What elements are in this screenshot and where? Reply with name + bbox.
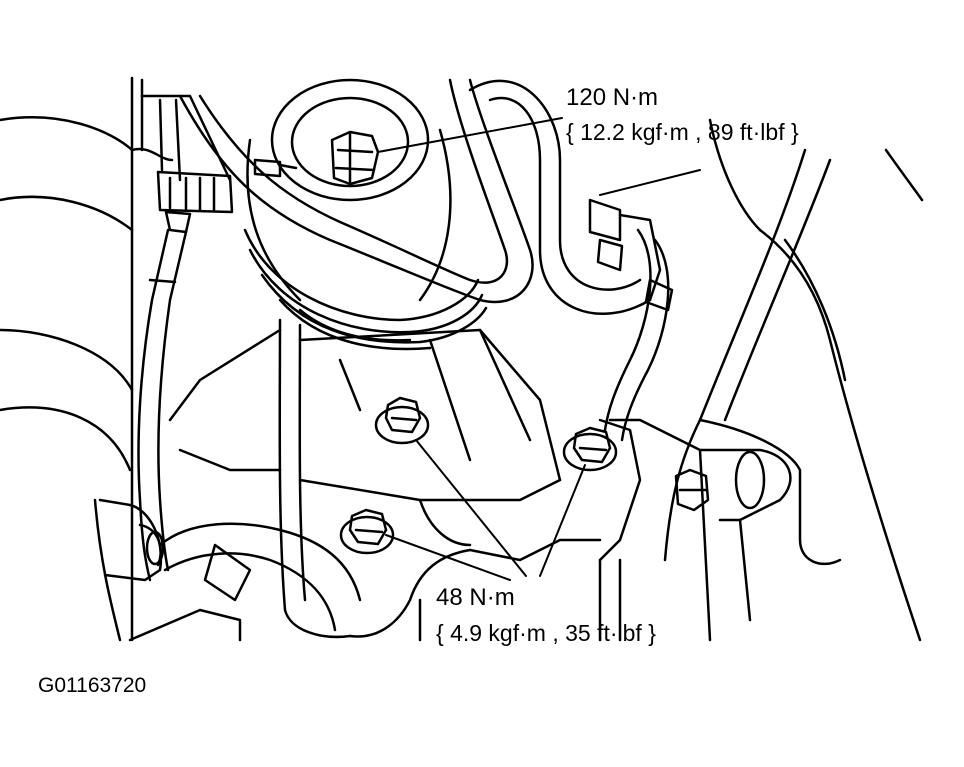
figure-id: G01163720 — [38, 674, 147, 697]
sensor-connector — [156, 170, 234, 234]
leader-upper-bolt — [377, 117, 563, 153]
leader-lines — [377, 117, 701, 581]
leader-lower-bolt-3 — [385, 534, 511, 581]
bracket-bolt-3 — [339, 508, 395, 555]
mount-bracket — [168, 318, 642, 639]
upper-bolt-torque-nm: 120 N·m — [566, 84, 659, 111]
lower-bolt-torque-nm: 48 N·m — [436, 584, 515, 611]
left-frame — [0, 76, 232, 642]
leader-lower-bolt-1 — [415, 439, 527, 577]
upper-hose — [178, 78, 534, 304]
bracket-bolt-1 — [374, 396, 430, 445]
bracket-bolt-2 — [562, 426, 618, 472]
bottom-structure — [128, 558, 622, 642]
upper-bolt-torque-alt-units: { 12.2 kgf·m , 89 ft·lbf } — [566, 119, 799, 145]
lower-left-hose — [98, 498, 362, 632]
leader-right-fitting — [599, 169, 701, 196]
right-tubes — [468, 79, 674, 442]
upper-bolt — [330, 130, 380, 186]
right-clamp — [608, 418, 792, 642]
leader-lower-bolt-2 — [539, 464, 586, 577]
right-frame — [663, 118, 924, 642]
engine-mount-pulley — [243, 78, 488, 351]
lower-bolt-torque-alt-units: { 4.9 kgf·m , 35 ft·lbf } — [436, 620, 656, 646]
